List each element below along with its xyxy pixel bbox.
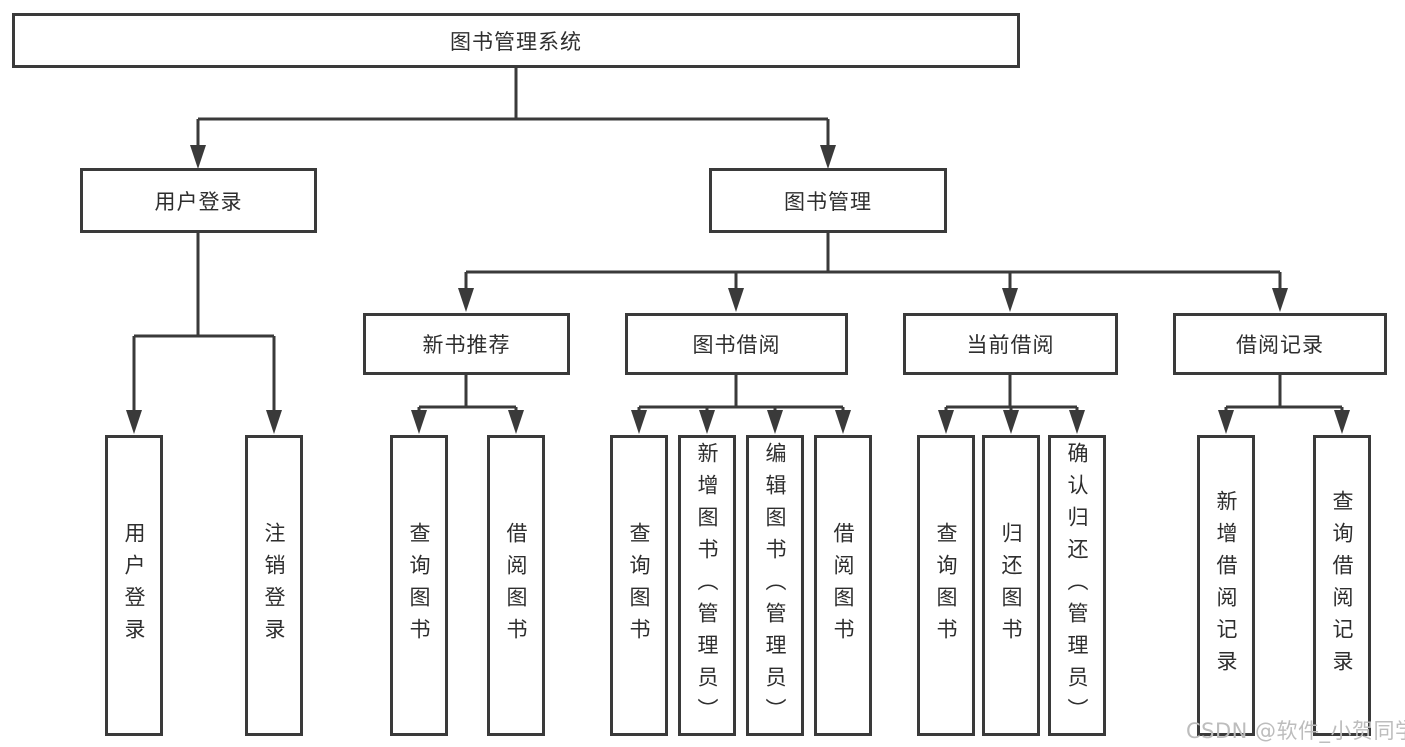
leaf-logout: 注销登录 bbox=[245, 435, 303, 736]
node-label: 借阅记录 bbox=[1236, 333, 1324, 357]
leaf-borrow-book: 借阅图书 bbox=[487, 435, 545, 736]
connector-book-mgmt-to-level3 bbox=[464, 233, 1282, 294]
connector-borrow-record-leaves bbox=[1224, 375, 1344, 416]
leaf-return-book: 归还图书 bbox=[982, 435, 1040, 736]
node-label: 当前借阅 bbox=[966, 333, 1055, 357]
leaf-edit-book-admin: 编辑图书（管理员） bbox=[746, 435, 804, 736]
leaf-query-books: 查询图书 bbox=[390, 435, 448, 736]
node-label: 注销登录 bbox=[262, 521, 286, 650]
connector-book-borrow-leaves bbox=[637, 375, 845, 416]
node-label: 确认归还（管理员） bbox=[1065, 441, 1089, 730]
node-label: 借阅图书 bbox=[504, 521, 528, 650]
connector-root-to-level2 bbox=[196, 68, 830, 150]
node-label: 新书推荐 bbox=[422, 333, 511, 357]
node-book-management: 图书管理 bbox=[709, 168, 947, 233]
node-label: 借阅图书 bbox=[831, 521, 855, 650]
node-label: 图书管理系统 bbox=[450, 29, 582, 54]
node-label: 归还图书 bbox=[999, 521, 1023, 650]
node-label: 新增图书（管理员） bbox=[695, 441, 719, 730]
node-label: 用户登录 bbox=[122, 521, 146, 650]
node-label: 图书管理 bbox=[784, 189, 872, 214]
node-library-system: 图书管理系统 bbox=[12, 13, 1020, 68]
node-label: 编辑图书（管理员） bbox=[763, 441, 787, 730]
node-label: 查询图书 bbox=[627, 521, 651, 650]
node-label: 查询图书 bbox=[934, 521, 958, 650]
connector-new-book-leaves bbox=[417, 375, 518, 416]
node-label: 图书借阅 bbox=[692, 333, 781, 357]
leaf-borrow-book: 借阅图书 bbox=[814, 435, 872, 736]
leaf-add-book-admin: 新增图书（管理员） bbox=[678, 435, 736, 736]
node-current-borrowing: 当前借阅 bbox=[903, 313, 1118, 375]
node-new-book-recommend: 新书推荐 bbox=[363, 313, 570, 375]
leaf-query-books: 查询图书 bbox=[917, 435, 975, 736]
node-label: 新增借阅记录 bbox=[1214, 489, 1238, 682]
node-label: 用户登录 bbox=[154, 189, 243, 214]
leaf-user-login: 用户登录 bbox=[105, 435, 163, 736]
leaf-confirm-return-admin: 确认归还（管理员） bbox=[1048, 435, 1106, 736]
leaf-query-borrow-record: 查询借阅记录 bbox=[1313, 435, 1371, 736]
node-user-login: 用户登录 bbox=[80, 168, 317, 233]
arrowheads bbox=[126, 145, 1350, 434]
connector-current-borrow-leaves bbox=[944, 375, 1079, 416]
csdn-watermark: CSDN @软件_小贺同学 bbox=[1186, 719, 1405, 743]
leaf-query-books: 查询图书 bbox=[610, 435, 668, 736]
node-book-borrowing: 图书借阅 bbox=[625, 313, 848, 375]
node-borrow-records: 借阅记录 bbox=[1173, 313, 1387, 375]
connector-user-login-leaves bbox=[132, 233, 276, 416]
node-label: 查询借阅记录 bbox=[1330, 489, 1354, 682]
node-label: 查询图书 bbox=[407, 521, 431, 650]
leaf-add-borrow-record: 新增借阅记录 bbox=[1197, 435, 1255, 736]
